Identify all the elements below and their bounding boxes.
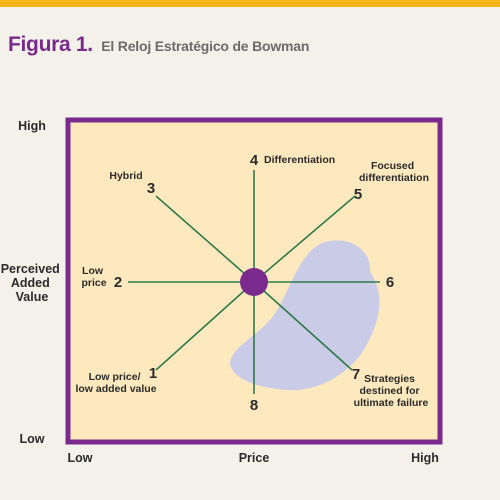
position-3-number: 3: [147, 180, 155, 197]
y-axis-title: Perceived Added Value: [1, 262, 64, 304]
figure-number: Figura 1.: [8, 33, 93, 56]
clock-center-dot: [240, 268, 268, 296]
spoke-5-line: [253, 195, 356, 283]
top-accent-bar: [0, 0, 500, 7]
failure-zone-shape: [230, 240, 380, 391]
position-4-number: 4: [250, 152, 259, 169]
spoke-1-line: [155, 281, 255, 371]
x-axis-low-label: Low: [68, 451, 93, 465]
position-5-label: Focused differentiation: [359, 160, 429, 184]
y-axis-high-label: High: [18, 119, 46, 133]
figure-heading: Figura 1. El Reloj Estratégico de Bowman: [8, 33, 309, 57]
position-7-label: Strategies destined for ultimate failure: [354, 373, 429, 409]
position-3-label: Hybrid: [109, 170, 142, 182]
position-1-number: 1: [149, 365, 157, 382]
position-8-number: 8: [250, 397, 258, 414]
position-2-label: Low price: [81, 265, 106, 289]
spoke-7-line: [253, 281, 353, 371]
position-4-label: Differentiation: [264, 154, 335, 166]
position-6-number: 6: [386, 274, 394, 291]
figure-title: El Reloj Estratégico de Bowman: [101, 38, 310, 54]
position-2-number: 2: [114, 274, 122, 291]
y-axis-low-label: Low: [20, 432, 45, 446]
position-5-number: 5: [354, 186, 362, 203]
position-7-number: 7: [352, 366, 360, 383]
spoke-3-line: [155, 195, 255, 283]
x-axis-high-label: High: [411, 451, 439, 465]
x-axis-title: Price: [239, 451, 270, 465]
clock-spokes: [128, 170, 380, 394]
position-1-label: Low price/ low added value: [75, 371, 156, 395]
